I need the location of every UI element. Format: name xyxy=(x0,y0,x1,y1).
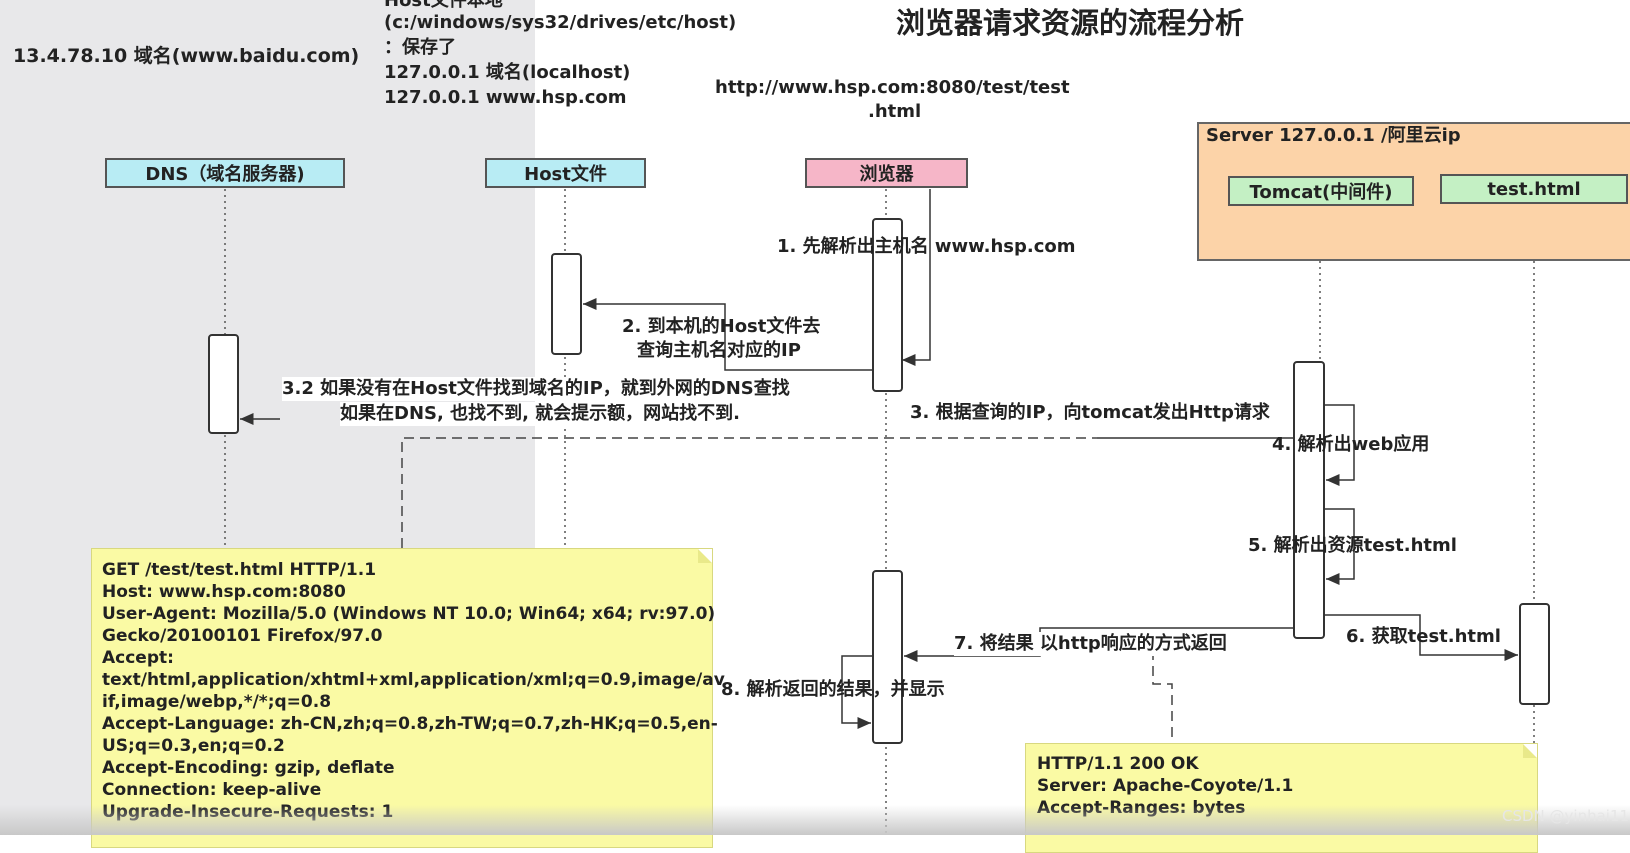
response-connector xyxy=(1152,650,1173,745)
step8-arrow xyxy=(841,655,873,729)
response-note-fold xyxy=(1523,744,1537,758)
response-note-line: Server: Apache-Coyote/1.1 xyxy=(1037,776,1294,796)
page-title: 浏览器请求资源的流程分析 xyxy=(896,6,1245,40)
step4-arrow xyxy=(1324,404,1355,486)
browser-lifeline-box: 浏览器 xyxy=(805,158,968,188)
testhtml-label: test.html xyxy=(1487,178,1581,200)
browser-label: 浏览器 xyxy=(859,164,914,185)
request-note-line: Host: www.hsp.com:8080 xyxy=(102,582,346,602)
url-line2: .html xyxy=(868,101,922,122)
step7-label: 7. 将结果 以http响应的方式返回 xyxy=(954,632,1227,656)
tomcat-label: Tomcat(中间件) xyxy=(1249,182,1393,203)
step3-label: 3. 根据查询的IP，向tomcat发出Http请求 xyxy=(910,402,1270,423)
host-note-line2: ：保存了 xyxy=(384,37,456,58)
request-note-line: US;q=0.3,en;q=0.2 xyxy=(102,736,285,756)
testhtml-lifeline-box: test.html xyxy=(1440,174,1628,204)
step1-arrow xyxy=(902,189,931,366)
step6-label: 6. 获取test.html xyxy=(1346,626,1501,647)
step32-label-a: 3.2 如果没有在Host文件找到域名的IP，就到外网的DNS查找 xyxy=(282,377,790,401)
server-label: Server 127.0.0.1 /阿里云ip xyxy=(1206,125,1461,146)
watermark: CSDN @yinhai1114 xyxy=(1502,807,1630,825)
step2-label-a: 2. 到本机的Host文件去 xyxy=(622,316,821,337)
host-note-line1: (c:/windows/sys32/drives/etc/host) xyxy=(384,12,737,33)
request-note-line: if,image/webp,*/*;q=0.8 xyxy=(102,692,332,712)
request-note-line: Connection: keep-alive xyxy=(102,780,322,800)
request-note-line: User-Agent: Mozilla/5.0 (Windows NT 10.0… xyxy=(102,604,716,624)
request-note-line: GET /test/test.html HTTP/1.1 xyxy=(102,560,377,580)
host-lifeline-box: Host文件 xyxy=(485,158,646,188)
browser-activation-1 xyxy=(872,218,903,392)
dns-activation xyxy=(208,334,239,434)
step6-arrow xyxy=(1324,614,1518,661)
request-note-line: Gecko/20100101 Firefox/97.0 xyxy=(102,626,383,646)
step5-arrow xyxy=(1324,508,1355,585)
step3-path xyxy=(401,437,1097,548)
step2-label-b: 查询主机名对应的IP xyxy=(637,340,801,361)
step1-label: 1. 先解析出主机名 www.hsp.com xyxy=(777,236,1076,257)
step5-label: 5. 解析出资源test.html xyxy=(1248,535,1457,556)
request-note-line: Accept-Language: zh-CN,zh;q=0.8,zh-TW;q=… xyxy=(102,714,718,734)
request-note-line: Accept: xyxy=(102,648,174,668)
step8-label: 8. 解析返回的结果，并显示 xyxy=(721,679,945,700)
host-note-line4: 127.0.0.1 www.hsp.com xyxy=(384,87,627,108)
request-note-fold xyxy=(698,549,712,563)
tomcat-activation xyxy=(1293,361,1325,639)
testhtml-activation xyxy=(1519,603,1550,705)
host-activation xyxy=(551,253,582,355)
step4-label: 4. 解析出web应用 xyxy=(1272,434,1430,455)
dns-label: DNS（域名服务器) xyxy=(145,164,305,185)
step32-label-b: 如果在DNS, 也找不到, 就会提示额，网站找不到. xyxy=(340,402,741,426)
dns-ip-note: 13.4.78.10 域名(www.baidu.com) xyxy=(13,45,360,67)
bottom-shadow xyxy=(0,805,1630,835)
host-note-line3: 127.0.0.1 域名(localhost) xyxy=(384,62,631,83)
request-note-line: text/html,application/xhtml+xml,applicat… xyxy=(102,670,725,690)
url-line1: http://www.hsp.com:8080/test/test xyxy=(715,77,1070,98)
request-note-line: Accept-Encoding: gzip, deflate xyxy=(102,758,395,778)
dns-lifeline-box: DNS（域名服务器) xyxy=(105,158,345,188)
response-note-line: HTTP/1.1 200 OK xyxy=(1037,754,1199,774)
tomcat-lifeline-box: Tomcat(中间件) xyxy=(1228,176,1414,206)
host-label: Host文件 xyxy=(524,164,607,185)
host-note-line0: Host文件本地 xyxy=(384,0,503,11)
browser-activation-2 xyxy=(872,570,903,744)
step2-arrow xyxy=(583,298,873,371)
sequence-diagram-canvas xyxy=(208,189,1550,835)
